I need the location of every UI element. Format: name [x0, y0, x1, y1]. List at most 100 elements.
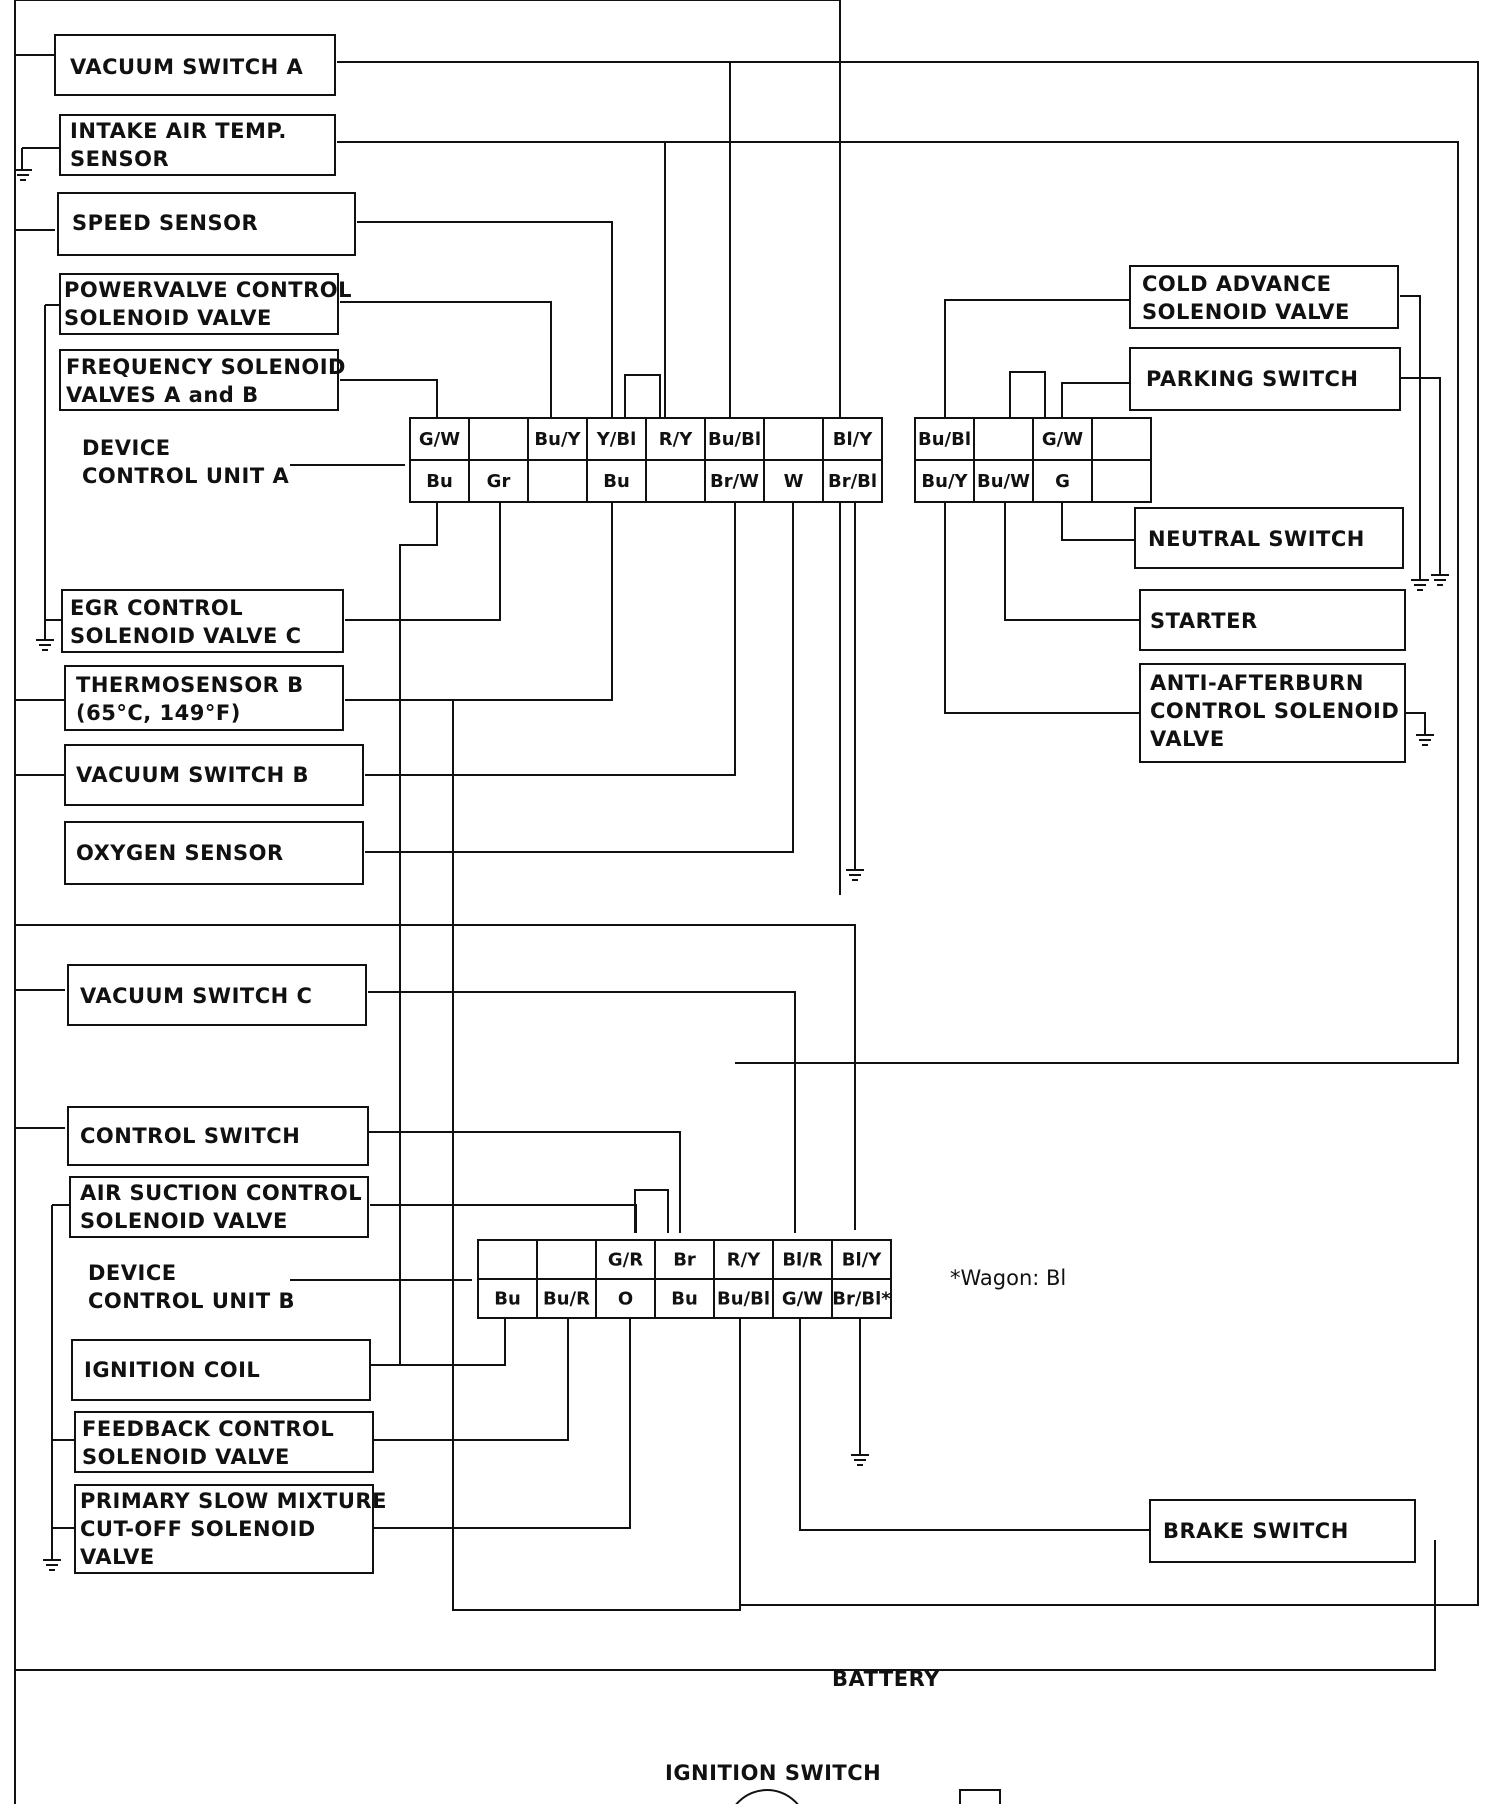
pin-label: Br	[673, 1250, 696, 1271]
connector-cell	[1032, 459, 1093, 503]
svg-text:SOLENOID VALVE: SOLENOID VALVE	[64, 306, 272, 330]
svg-text:CONTROL UNIT B: CONTROL UNIT B	[88, 1289, 295, 1313]
connector-cell	[536, 1278, 597, 1319]
primary-slow-mixture-solenoid: PRIMARY SLOW MIXTURE CUT-OFF SOLENOID VA…	[74, 1484, 387, 1574]
pin-label: Bu	[494, 1289, 521, 1310]
connector-cell	[645, 459, 706, 503]
pin-label: Bu/R	[543, 1289, 590, 1310]
pin-label: G/W	[782, 1289, 823, 1310]
pin-label: Br/Bl*	[832, 1289, 891, 1310]
svg-text:VALVE: VALVE	[1150, 727, 1225, 751]
ignition-coil: IGNITION COIL	[71, 1339, 371, 1401]
frequency-solenoid-valves: FREQUENCY SOLENOID VALVES A and B	[59, 349, 346, 411]
pin-label: Br/W	[710, 471, 759, 492]
svg-text:SOLENOID VALVE: SOLENOID VALVE	[80, 1209, 288, 1233]
speed-sensor: SPEED SENSOR	[57, 192, 356, 256]
svg-text:COLD ADVANCE: COLD ADVANCE	[1142, 272, 1331, 296]
pin-label: Bu/Y	[921, 471, 968, 492]
svg-text:(65°C, 149°F): (65°C, 149°F)	[76, 701, 241, 725]
pin-label: G	[1055, 471, 1070, 492]
powervalve-control-solenoid: POWERVALVE CONTROL SOLENOID VALVE	[59, 273, 352, 335]
dcu-a-right-connector: Bu/Bl G/W Bu/Y Bu/W G	[914, 417, 1152, 503]
svg-text:DEVICE: DEVICE	[88, 1261, 177, 1285]
svg-text:PARKING SWITCH: PARKING SWITCH	[1146, 367, 1359, 391]
svg-text:CONTROL UNIT A: CONTROL UNIT A	[82, 464, 289, 488]
connector-cell	[654, 1239, 715, 1280]
vacuum-switch-b: VACUUM SWITCH B	[64, 744, 364, 806]
connector-cell	[822, 459, 883, 503]
connector-cell	[468, 459, 529, 503]
neutral-switch: NEUTRAL SWITCH	[1134, 507, 1404, 569]
svg-text:IGNITION COIL: IGNITION COIL	[84, 1358, 260, 1382]
connector-cell	[1091, 459, 1152, 503]
pin-label: Bu	[426, 471, 453, 492]
svg-text:THERMOSENSOR B: THERMOSENSOR B	[76, 673, 304, 697]
thermosensor-b: THERMOSENSOR B (65°C, 149°F)	[64, 665, 344, 731]
oxygen-sensor: OXYGEN SENSOR	[64, 821, 364, 885]
svg-text:AIR SUCTION CONTROL: AIR SUCTION CONTROL	[80, 1181, 362, 1205]
connector-cell	[595, 1278, 656, 1319]
dcu-labels: DEVICE CONTROL UNIT A DEVICE CONTROL UNI…	[82, 436, 295, 1313]
pin-label: Bu/Bl	[708, 429, 761, 450]
pin-label: Bu/Bl	[717, 1289, 770, 1310]
pin-label: Bu	[671, 1289, 698, 1310]
pin-label: Bu/W	[977, 471, 1030, 492]
svg-text:POWERVALVE CONTROL: POWERVALVE CONTROL	[64, 278, 352, 302]
svg-text:STARTER: STARTER	[1150, 609, 1258, 633]
ignition-switch-icon	[735, 1789, 799, 1804]
wires	[14, 0, 1479, 1804]
pin-label: G/R	[608, 1250, 643, 1271]
pin-label: W	[784, 471, 804, 492]
feedback-control-solenoid: FEEDBACK CONTROL SOLENOID VALVE	[74, 1411, 374, 1473]
svg-text:VALVE: VALVE	[80, 1545, 155, 1569]
pin-label: G/W	[419, 429, 460, 450]
svg-text:PRIMARY SLOW MIXTURE: PRIMARY SLOW MIXTURE	[80, 1489, 387, 1513]
connector-cell	[763, 417, 824, 461]
svg-text:VALVES A and B: VALVES A and B	[66, 383, 259, 407]
svg-text:SENSOR: SENSOR	[70, 147, 169, 171]
connector-cell	[1032, 417, 1093, 461]
svg-text:FEEDBACK CONTROL: FEEDBACK CONTROL	[82, 1417, 334, 1441]
svg-text:CONTROL SWITCH: CONTROL SWITCH	[80, 1124, 300, 1148]
component-boxes: VACUUM SWITCH A INTAKE AIR TEMP. SENSOR …	[54, 34, 1416, 1574]
connector-cell	[654, 1278, 715, 1319]
cold-advance-solenoid: COLD ADVANCE SOLENOID VALVE	[1129, 265, 1399, 329]
vacuum-switch-c: VACUUM SWITCH C	[67, 964, 367, 1026]
battery-label: BATTERY	[832, 1667, 940, 1691]
svg-text:VACUUM SWITCH A: VACUUM SWITCH A	[70, 55, 304, 79]
pin-label: G/W	[1042, 429, 1083, 450]
power-source: BATTERY IGNITION SWITCH	[665, 1667, 940, 1804]
connector-cell	[831, 1239, 892, 1280]
pin-label: Bl/Y	[833, 429, 873, 450]
pin-label: R/Y	[659, 429, 693, 450]
svg-text:EGR CONTROL: EGR CONTROL	[70, 596, 243, 620]
svg-text:NEUTRAL SWITCH: NEUTRAL SWITCH	[1148, 527, 1365, 551]
svg-text:SPEED SENSOR: SPEED SENSOR	[72, 211, 258, 235]
pin-label: Bl/R	[782, 1250, 822, 1271]
pin-label: Bu/Y	[534, 429, 581, 450]
connector-cell	[527, 459, 588, 503]
wagon-note: *Wagon: Bl	[950, 1266, 1066, 1290]
svg-text:BRAKE SWITCH: BRAKE SWITCH	[1163, 1519, 1349, 1543]
svg-text:VACUUM SWITCH B: VACUUM SWITCH B	[76, 763, 309, 787]
pin-label: Bu/Bl	[918, 429, 971, 450]
connector-cell	[914, 417, 975, 461]
connector-cell	[713, 1278, 774, 1319]
svg-text:VACUUM SWITCH C: VACUUM SWITCH C	[80, 984, 312, 1008]
connector-cell	[831, 1278, 892, 1319]
pin-label: O	[618, 1289, 633, 1310]
egr-control-solenoid-c: EGR CONTROL SOLENOID VALVE C	[61, 589, 344, 653]
parking-switch: PARKING SWITCH	[1129, 347, 1401, 411]
starter: STARTER	[1139, 589, 1406, 651]
svg-text:SOLENOID VALVE C: SOLENOID VALVE C	[70, 624, 302, 648]
connector-cell	[645, 417, 706, 461]
ignition-switch-label: IGNITION SWITCH	[665, 1761, 881, 1785]
svg-text:CONTROL SOLENOID: CONTROL SOLENOID	[1150, 699, 1399, 723]
connector-cell	[822, 417, 883, 461]
vacuum-switch-a: VACUUM SWITCH A	[54, 34, 336, 96]
pin-label: Bl/Y	[842, 1250, 882, 1271]
connector-cell	[409, 459, 470, 503]
